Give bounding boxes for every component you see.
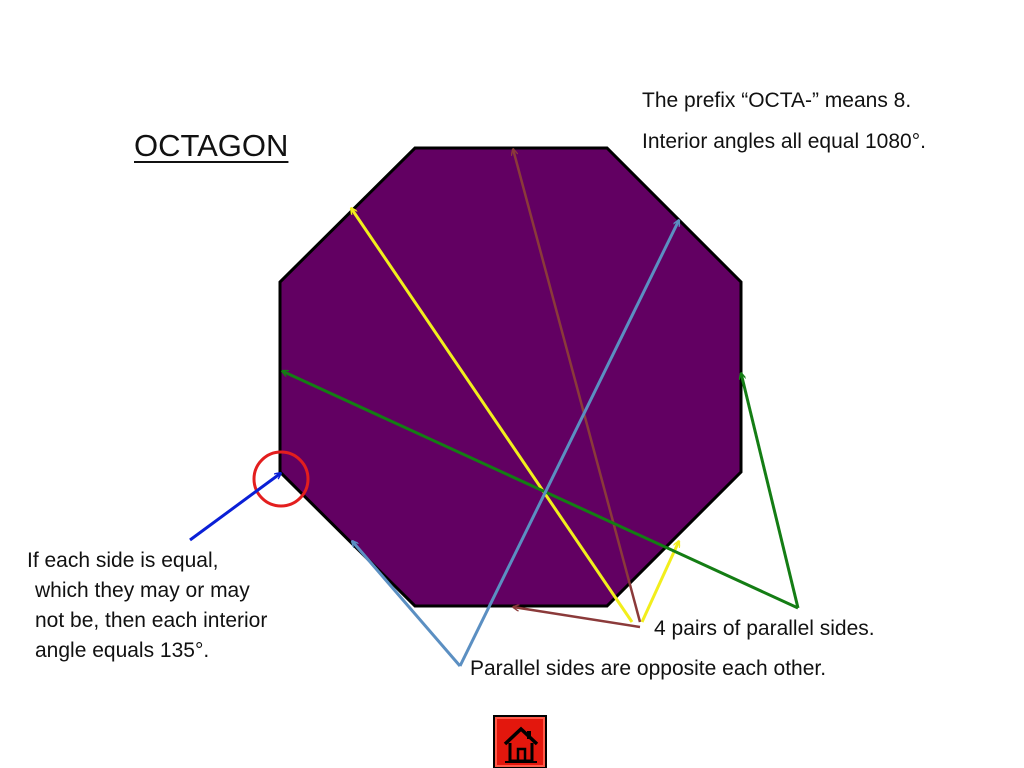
arrow-steelblue-top-right-side bbox=[458, 220, 681, 667]
arrow-brown-bottom-side bbox=[513, 607, 641, 629]
arrow-yellow-bottom-right-side bbox=[640, 541, 681, 623]
octagon-shape bbox=[278, 146, 743, 608]
angle-note: If each side is equal, which they may or… bbox=[27, 546, 267, 666]
interior-angle-circle bbox=[252, 450, 310, 508]
parallel-pairs-label: 4 pairs of parallel sides. bbox=[654, 617, 875, 640]
arrow-blue-angle bbox=[189, 473, 281, 542]
angle-note-line: If each side is equal, bbox=[27, 549, 219, 572]
arrow-steelblue-bottom-left-side bbox=[352, 541, 462, 667]
interior-sum-fact: Interior angles all equal 1080°. bbox=[642, 130, 926, 153]
angle-note-line: which they may or may bbox=[35, 579, 250, 602]
opposite-sides-label: Parallel sides are opposite each other. bbox=[470, 657, 827, 680]
arrow-green-left-side bbox=[282, 369, 799, 610]
angle-note-line: angle equals 135°. bbox=[35, 639, 210, 662]
arrow-green-right-side bbox=[741, 373, 800, 609]
prefix-fact: The prefix “OCTA-” means 8. bbox=[642, 89, 912, 112]
angle-note-line: not be, then each interior bbox=[35, 609, 268, 632]
page-title: OCTAGON bbox=[134, 128, 289, 163]
home-icon bbox=[503, 726, 539, 763]
home-button[interactable] bbox=[493, 715, 547, 768]
arrow-brown-top-side bbox=[513, 149, 642, 623]
arrow-yellow-top-left-side bbox=[351, 208, 634, 623]
